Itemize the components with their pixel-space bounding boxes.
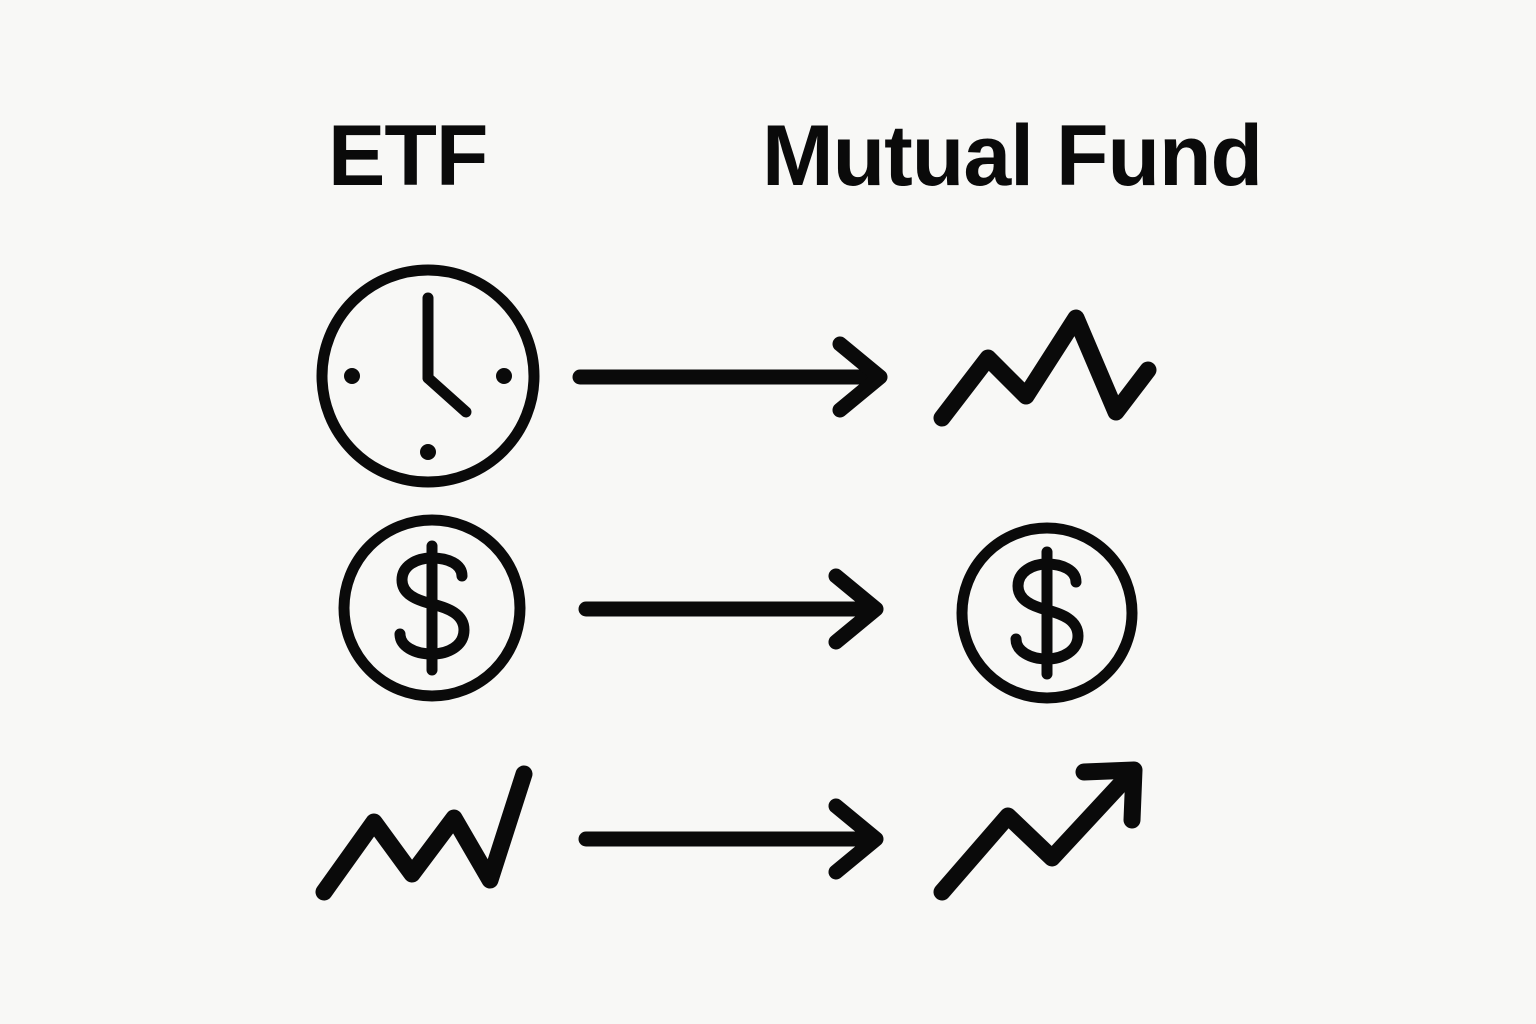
clock-icon (312, 258, 544, 494)
volatility-line-icon (930, 300, 1160, 430)
column-heading-mutual-fund: Mutual Fund (762, 108, 1263, 204)
column-heading-etf: ETF (328, 108, 488, 204)
right-arrow-icon (572, 336, 902, 418)
zigzag-up-line-icon (312, 760, 540, 902)
right-arrow-icon (578, 798, 898, 880)
dollar-circle-icon (334, 510, 530, 706)
right-arrow-icon (578, 568, 898, 650)
trending-up-arrow-icon (930, 758, 1152, 904)
dollar-circle-icon (952, 518, 1142, 708)
